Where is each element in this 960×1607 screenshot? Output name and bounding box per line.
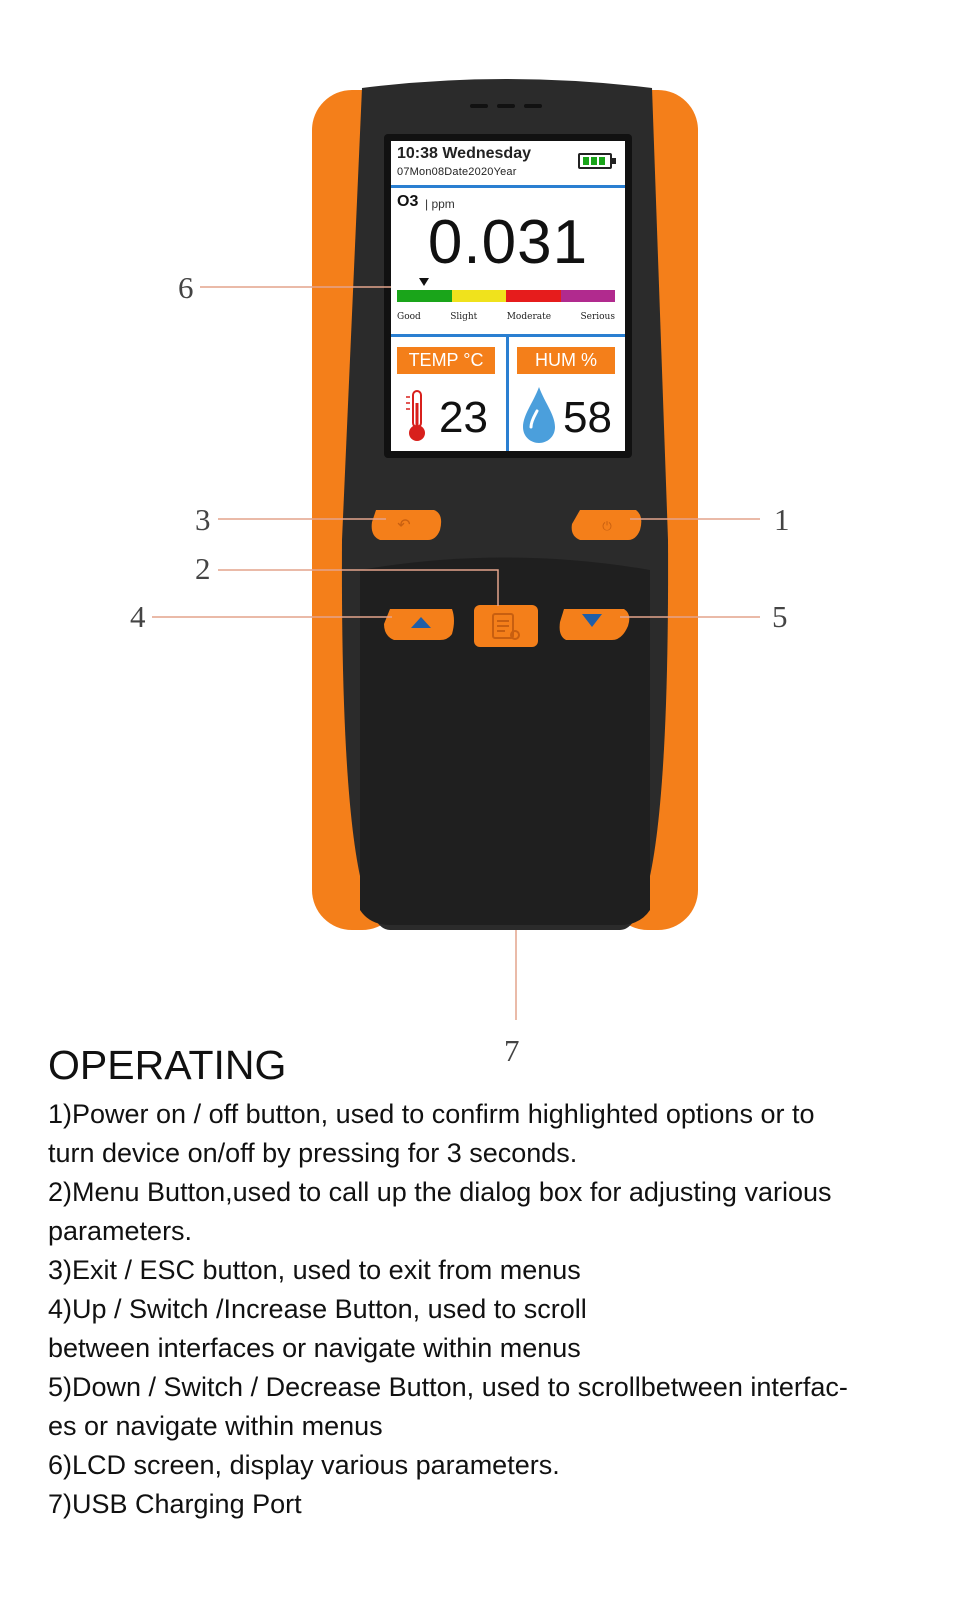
instruction-line: es or navigate within menus: [48, 1411, 383, 1442]
callout-3: 3: [195, 502, 211, 537]
humidity-label: HUM %: [517, 347, 615, 374]
callout-line-2: [218, 569, 499, 606]
instruction-line: 1)Power on / off button, used to confirm…: [48, 1099, 815, 1130]
temp-label: TEMP °C: [397, 347, 495, 374]
speaker-slot: [470, 104, 488, 108]
lower-panel: [360, 557, 650, 925]
scale-label: Slight: [450, 312, 478, 322]
callout-7: 7: [504, 1033, 520, 1068]
esc-button[interactable]: ↶: [371, 510, 442, 540]
scale-label: Good: [397, 312, 421, 322]
speaker-slot: [524, 104, 542, 108]
instruction-line: 3)Exit / ESC button, used to exit from m…: [48, 1255, 581, 1286]
battery-icon: [578, 153, 616, 169]
speaker-slot: [497, 104, 515, 108]
humidity-reading: 58: [563, 393, 612, 442]
lcd-divider: [391, 334, 625, 337]
lcd-time: 10:38 Wednesday: [397, 145, 531, 162]
operating-section: OPERATING 1)Power on / off button, used …: [48, 1042, 928, 1524]
operating-title: OPERATING: [48, 1042, 287, 1088]
instruction-line: 4)Up / Switch /Increase Button, used to …: [48, 1294, 587, 1325]
up-button[interactable]: [384, 609, 454, 640]
scale-moderate: [506, 290, 561, 302]
instruction-line: turn device on/off by pressing for 3 sec…: [48, 1138, 578, 1169]
scale-labels: Good Slight Moderate Serious: [397, 312, 615, 322]
menu-list-icon: [492, 613, 520, 640]
instruction-line: 6)LCD screen, display various parameters…: [48, 1450, 560, 1481]
water-drop-icon: [523, 387, 555, 443]
triangle-up-icon: [411, 617, 431, 628]
lcd-screen: 10:38 Wednesday 07Mon08Date2020Year O3 |…: [391, 141, 625, 451]
gas-reading: 0.031: [427, 208, 589, 277]
callout-2: 2: [195, 551, 211, 586]
gas-label: O3: [397, 193, 419, 210]
lcd-date: 07Mon08Date2020Year: [397, 166, 517, 178]
scale-label: Serious: [580, 312, 615, 322]
temp-reading: 23: [439, 393, 488, 442]
scale-label: Moderate: [506, 312, 552, 322]
instruction-line: 2)Menu Button,used to call up the dialog…: [48, 1177, 832, 1208]
callout-1: 1: [774, 502, 790, 537]
instruction-line: 5)Down / Switch / Decrease Button, used …: [48, 1372, 848, 1403]
scale-good: [397, 290, 452, 302]
back-arrow-icon: ↶: [397, 515, 410, 534]
down-button[interactable]: [559, 609, 630, 640]
callout-5: 5: [772, 599, 788, 634]
scale-pointer-icon: [419, 278, 429, 286]
scale-slight: [451, 290, 506, 302]
callout-4: 4: [130, 599, 146, 634]
callout-6: 6: [178, 270, 194, 305]
air-quality-scale: [397, 290, 615, 302]
instruction-line: parameters.: [48, 1216, 193, 1247]
power-icon: ⏻: [602, 519, 612, 533]
lcd-status-bar: 10:38 Wednesday 07Mon08Date2020Year: [391, 141, 625, 188]
thermometer-icon: [406, 390, 425, 441]
instruction-line: between interfaces or navigate within me…: [48, 1333, 581, 1364]
gas-unit: | ppm: [425, 197, 455, 211]
scale-serious: [560, 290, 615, 302]
triangle-down-icon: [582, 614, 602, 627]
lcd-divider: [506, 337, 509, 451]
instruction-line: 7)USB Charging Port: [48, 1489, 302, 1520]
power-button[interactable]: ⏻: [571, 510, 642, 540]
menu-button[interactable]: [474, 605, 538, 647]
